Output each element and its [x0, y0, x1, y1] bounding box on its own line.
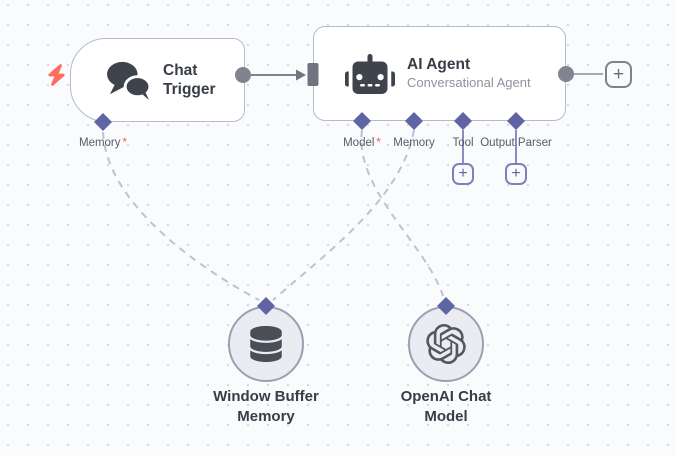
connection-agent-memory[interactable]: [272, 129, 415, 301]
window-buffer-memory-label: Window Buffer Memory: [181, 387, 351, 427]
node-ai-agent[interactable]: AI Agent Conversational Agent: [313, 26, 566, 121]
oai-label-line2: Model: [424, 408, 468, 425]
required-asterisk: *: [122, 137, 127, 149]
wbm-label-line1: Window Buffer: [213, 388, 319, 405]
ai-agent-title: AI Agent: [407, 56, 471, 73]
port-label-text: Memory: [393, 137, 435, 149]
chat-bubbles-icon: [107, 61, 151, 100]
add-next-node-button[interactable]: +: [605, 61, 632, 88]
port-label-trigger-memory: Memory*: [53, 136, 153, 150]
oai-label-line1: OpenAI Chat: [400, 388, 492, 405]
plus-icon: +: [458, 165, 468, 182]
robot-icon: [345, 53, 395, 94]
database-icon: [250, 326, 282, 362]
ai-agent-subtitle: Conversational Agent: [407, 75, 531, 90]
add-output-parser-button[interactable]: +: [505, 163, 527, 185]
plus-icon: +: [511, 165, 521, 182]
node-window-buffer-memory[interactable]: [228, 306, 304, 382]
port-label-agent-output-parser: Output Parser: [466, 136, 566, 150]
openai-logo-icon: [426, 324, 466, 364]
wbm-label-line2: Memory: [237, 408, 295, 425]
connection-trigger-memory[interactable]: [102, 131, 260, 301]
port-label-agent-memory: Memory: [364, 136, 464, 150]
plus-icon: +: [612, 64, 625, 85]
node-openai-chat-model[interactable]: [408, 306, 484, 382]
node-chat-trigger[interactable]: Chat Trigger: [70, 38, 245, 122]
openai-chat-model-label: OpenAI Chat Model: [361, 387, 531, 427]
port-label-text: Tool: [452, 137, 474, 149]
add-tool-button[interactable]: +: [452, 163, 474, 185]
connection-agent-model[interactable]: [360, 129, 444, 297]
chat-trigger-title: Chat Trigger: [163, 62, 216, 98]
port-label-text: Memory: [78, 137, 121, 149]
lightning-bolt-icon[interactable]: [47, 61, 66, 89]
required-asterisk: *: [376, 137, 381, 149]
port-label-agent-model: Model*: [312, 136, 412, 150]
port-label-text: Output Parser: [480, 137, 552, 149]
port-label-text: Model: [343, 137, 375, 149]
port-label-agent-tool: Tool: [413, 136, 513, 150]
connection-arrowhead: [296, 69, 306, 81]
